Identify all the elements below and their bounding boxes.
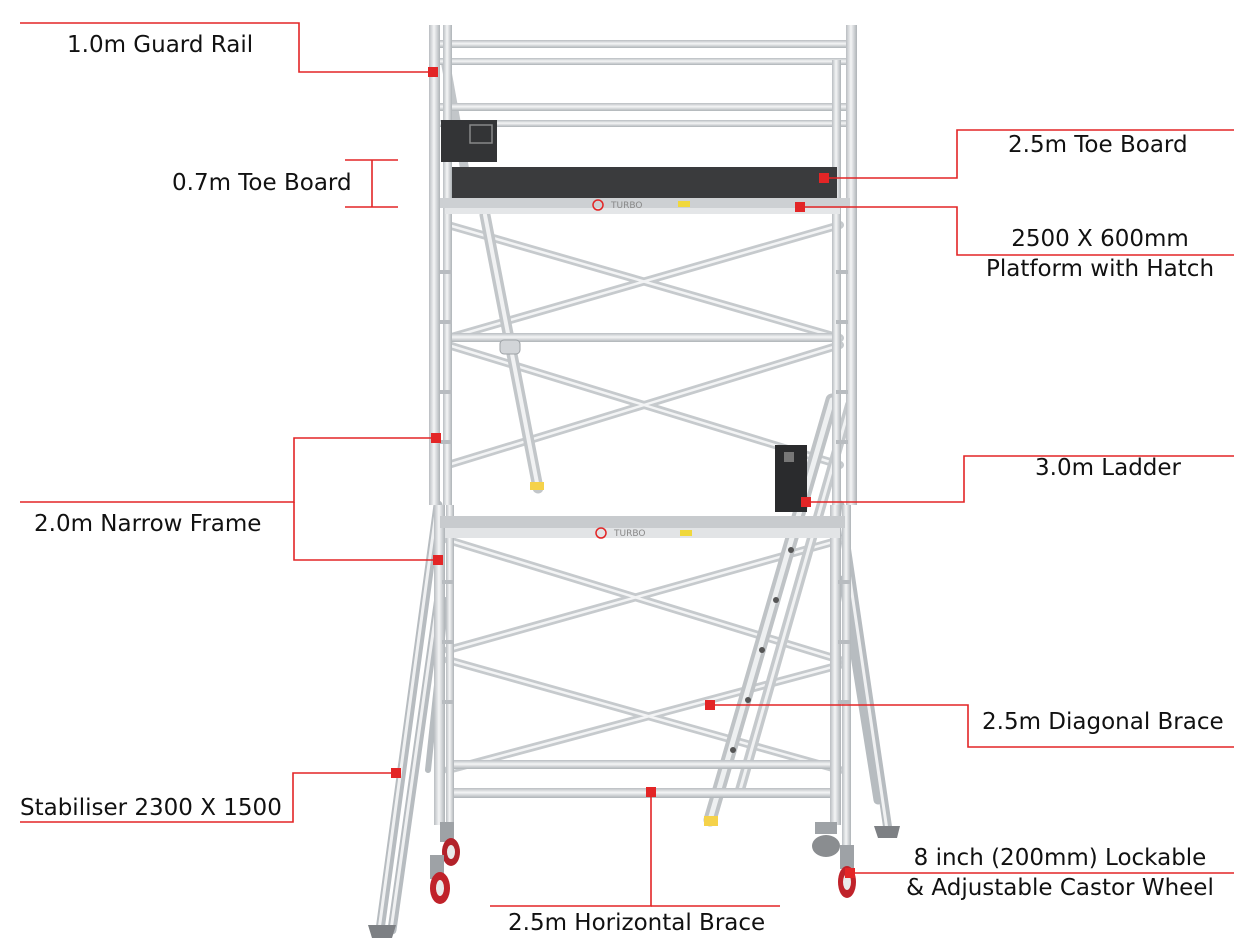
toe-board-short (441, 120, 497, 162)
label-toe-board-long: 2.5m Toe Board (1008, 130, 1188, 160)
label-guard-rail: 1.0m Guard Rail (67, 30, 253, 60)
brace-clamp (500, 340, 520, 354)
label-narrow-frame: 2.0m Narrow Frame (34, 509, 261, 539)
castor-wheels (430, 822, 856, 904)
label-diagonal-brace: 2.5m Diagonal Brace (982, 707, 1224, 737)
callout-line-horizontal-brace (490, 792, 651, 906)
label-toe-board-short: 0.7m Toe Board (172, 168, 352, 198)
callout-line-narrow-frame (20, 438, 436, 502)
label-horizontal-brace: 2.5m Horizontal Brace (508, 908, 765, 938)
stabiliser-foot-right (874, 826, 900, 838)
label-platform-line2: Platform with Hatch (975, 254, 1225, 284)
guard-rails (440, 40, 850, 127)
stabiliser-foot-left (368, 925, 396, 938)
label-castor-line1: 8 inch (200mm) Lockable (895, 843, 1225, 873)
label-stabiliser: Stabiliser 2300 X 1500 (20, 793, 282, 823)
lower-platform: TURBO (440, 516, 845, 539)
toe-board-long (452, 167, 837, 199)
label-castor-line2: & Adjustable Castor Wheel (895, 873, 1225, 903)
label-ladder: 3.0m Ladder (1035, 453, 1181, 483)
upper-platform: TURBO (440, 198, 850, 214)
label-platform-line1: 2500 X 600mm (980, 224, 1220, 254)
brand-mark-upper: TURBO (610, 201, 642, 211)
brand-mark-lower: TURBO (613, 529, 645, 539)
